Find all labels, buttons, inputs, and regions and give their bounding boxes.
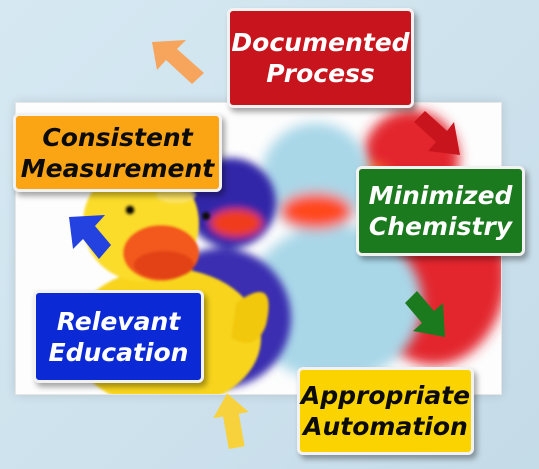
consistent-measurement-box: Consistent Measurement <box>13 113 222 192</box>
arrow-to-appropriate-automation <box>405 291 451 339</box>
minimized-chemistry-line2: Chemistry <box>368 212 513 241</box>
relevant-education-line1: Relevant <box>56 306 181 336</box>
relevant-education-line2: Education <box>48 337 189 367</box>
arrow-to-minimized-chemistry <box>412 111 462 157</box>
consistent-measurement-line2: Measurement <box>20 153 215 183</box>
light-blue-duck <box>246 123 422 381</box>
arrow-to-documented-process <box>152 40 206 86</box>
relevant-education-box: Relevant Education <box>33 290 204 383</box>
documented-process-line1: Documented <box>231 28 410 57</box>
documented-process-line2: Process <box>266 59 375 88</box>
appropriate-automation-box: Appropriate Automation <box>297 367 474 455</box>
arrow-to-relevant-education <box>213 393 251 449</box>
minimized-chemistry-line1: Minimized <box>368 181 513 210</box>
appropriate-automation-line1: Appropriate <box>300 381 471 410</box>
documented-process-box: Documented Process <box>227 8 414 108</box>
appropriate-automation-line2: Automation <box>303 412 468 441</box>
minimized-chemistry-box: Minimized Chemistry <box>356 166 525 256</box>
consistent-measurement-line1: Consistent <box>42 122 193 152</box>
arrow-to-consistent-measurement <box>65 215 111 263</box>
